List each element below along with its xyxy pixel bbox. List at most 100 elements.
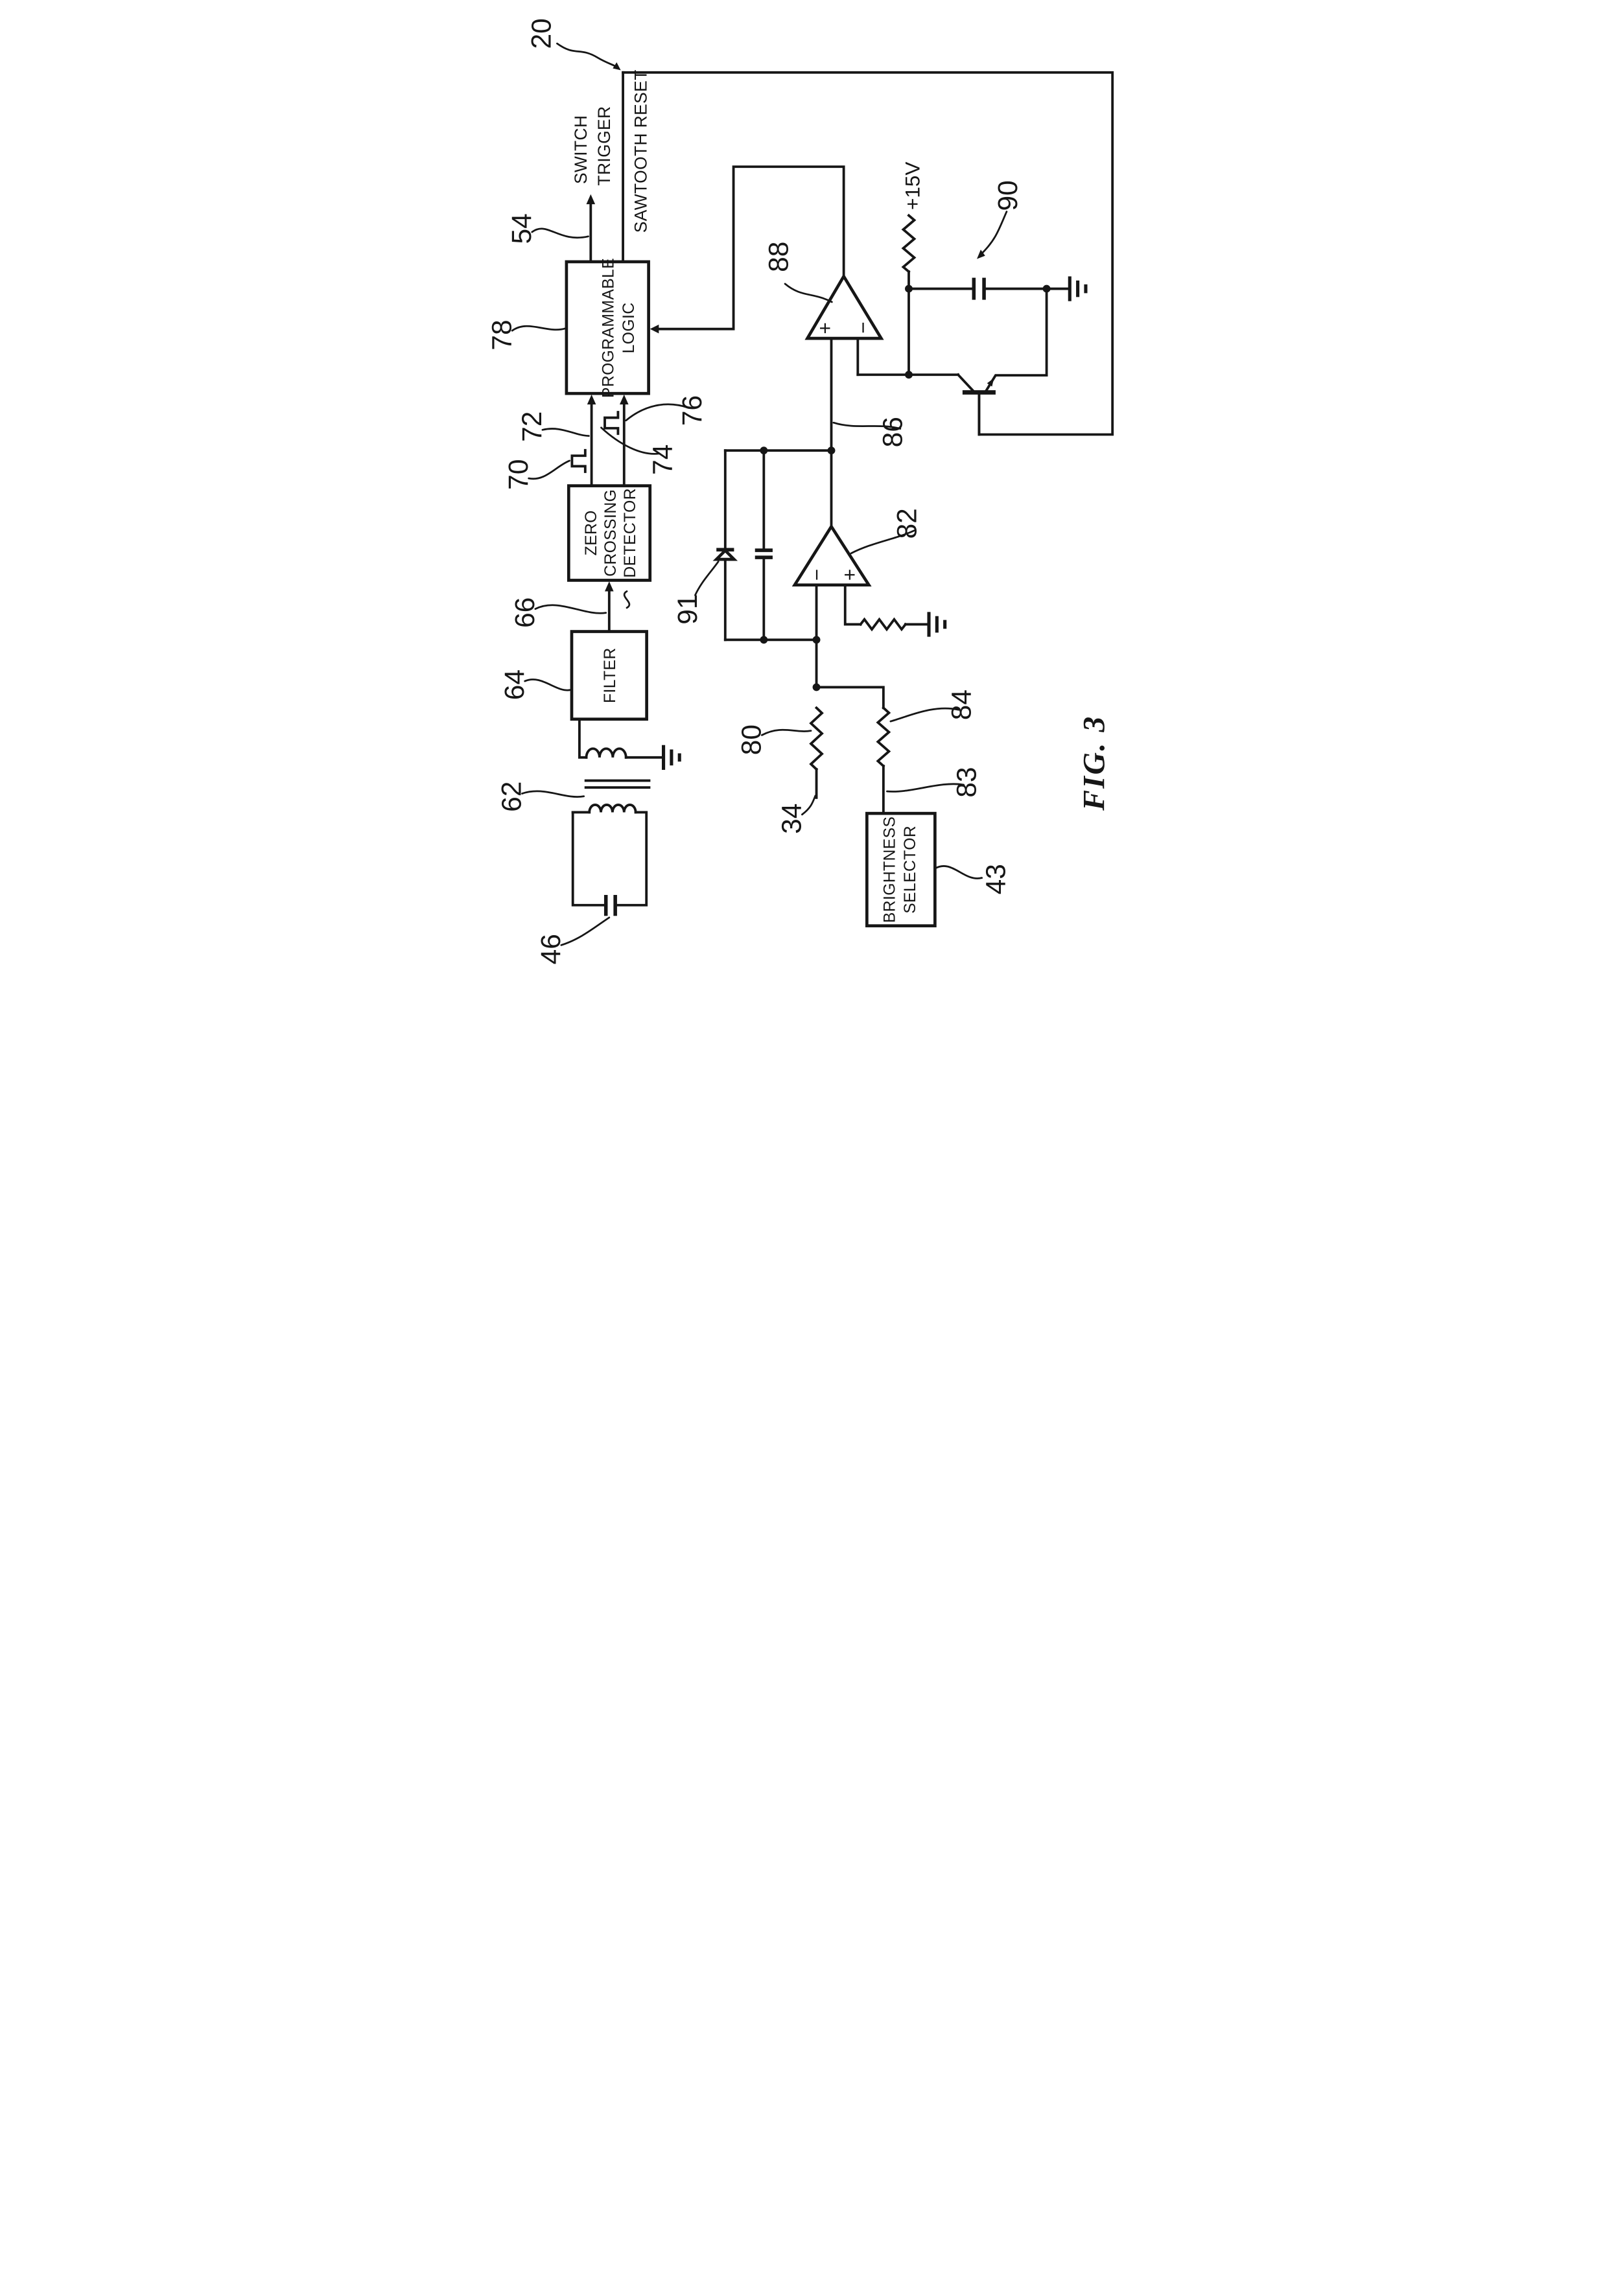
primary-coil — [587, 804, 637, 814]
transformer-network — [571, 717, 681, 916]
leader-20 — [556, 42, 616, 67]
filter-box — [570, 630, 648, 721]
wire-opamp88-feedback — [657, 165, 845, 330]
leader-86 — [832, 421, 901, 430]
bias-resistor — [858, 617, 908, 632]
leader-83 — [885, 783, 965, 793]
label-62: 62 — [497, 782, 527, 812]
reference-labels: 20 54 78 70 72 74 76 66 64 62 46 88 90 8… — [487, 18, 1024, 964]
leader-70 — [527, 459, 570, 480]
programmable-logic-label-line1: PROGRAMMABLE — [600, 258, 617, 398]
label-90: 90 — [993, 180, 1024, 211]
opamp-88-plus-input: + — [814, 322, 836, 334]
label-54: 54 — [507, 213, 537, 244]
zero-crossing-detector-box — [567, 484, 651, 582]
ground-symbol-bias — [926, 612, 946, 637]
opamp-88-minus-input: − — [852, 321, 874, 333]
opamp-82-minus-input: − — [805, 569, 828, 581]
label-76: 76 — [677, 395, 707, 426]
label-91: 91 — [673, 594, 703, 624]
arrowhead-switch-trigger — [586, 194, 595, 205]
leader-43 — [933, 865, 983, 879]
ground-symbol-secondary — [661, 745, 681, 770]
programmable-logic-label-line2: LOGIC — [620, 303, 638, 354]
leader-34 — [801, 794, 816, 816]
label-64: 64 — [499, 669, 530, 700]
ground-symbol-cap — [1068, 276, 1088, 301]
label-84: 84 — [946, 690, 977, 720]
transistor-emitter-wire — [983, 287, 1048, 395]
tank-loop-right — [613, 811, 648, 907]
label-20: 20 — [526, 18, 557, 49]
leader-91 — [694, 561, 720, 596]
circuit-schematic-fig3: PROGRAMMABLE LOGIC SWITCH TRIGGER SAWTOO… — [464, 0, 1152, 977]
zcd-label-line3: DETECTOR — [621, 488, 638, 578]
wire-filter-to-secondary — [578, 717, 587, 759]
programmable-logic-box — [565, 260, 650, 395]
leader-82 — [850, 529, 915, 555]
pulse-waveform-icon-70 — [570, 448, 587, 473]
brightness-selector-block: BRIGHTNESS SELECTOR — [865, 811, 937, 927]
brightness-selector-label-line1: BRIGHTNESS — [881, 817, 898, 923]
leader-72 — [541, 428, 590, 437]
arrowhead-signal-72 — [587, 394, 596, 405]
diode-91 — [712, 548, 738, 561]
patent-figure-sheet: PROGRAMMABLE LOGIC SWITCH TRIGGER SAWTOO… — [464, 0, 1152, 977]
sawtooth-reset-label: SAWTOOTH RESET — [631, 69, 650, 233]
leader-84 — [889, 707, 959, 723]
leader-62 — [521, 790, 585, 798]
supply-label: +15V — [901, 162, 924, 210]
label-70: 70 — [503, 459, 533, 490]
arrowhead-filter-to-zcd — [604, 581, 614, 592]
sine-waveform-icon — [623, 590, 630, 609]
label-46: 46 — [536, 934, 567, 964]
leader-64 — [523, 678, 572, 691]
transistor-emitter-arrow — [987, 378, 994, 387]
junction-dots — [759, 284, 1051, 691]
brightness-selector-box — [865, 811, 937, 927]
zcd-label-line2: CROSSING — [602, 489, 620, 577]
label-43: 43 — [981, 864, 1011, 894]
outer-loop-wiring — [621, 71, 1114, 436]
label-66: 66 — [510, 597, 541, 628]
wire-sawtooth-reset-loop — [621, 71, 1114, 436]
snubber-capacitor — [972, 277, 986, 300]
brightness-selector-label-line2: SELECTOR — [901, 826, 919, 914]
arrowhead-into-logic — [650, 324, 659, 334]
opamp-82-network: − + — [712, 337, 946, 815]
zcd-label-line1: ZERO — [583, 510, 600, 555]
programmable-logic-block: PROGRAMMABLE LOGIC — [565, 258, 650, 398]
switch-trigger-output: SWITCH TRIGGER — [570, 106, 614, 263]
label-86: 86 — [878, 417, 908, 447]
leader-90 — [980, 211, 1007, 255]
arrowhead-90 — [976, 249, 985, 259]
filter-block: FILTER — [570, 581, 648, 721]
leader-80 — [760, 728, 812, 736]
switch-trigger-label-line2: TRIGGER — [594, 106, 614, 186]
zcd-to-logic-signals — [570, 394, 629, 487]
leader-76 — [624, 403, 690, 422]
zero-crossing-detector-block: ZERO CROSSING DETECTOR — [567, 484, 651, 582]
leader-78 — [511, 325, 567, 332]
resistor-80 — [808, 706, 824, 771]
leader-66 — [533, 604, 607, 614]
tank-loop-left — [571, 811, 607, 907]
transistor-collector — [955, 373, 976, 394]
supply-resistor — [901, 213, 916, 273]
wire-branch-to-r84 — [815, 686, 885, 710]
label-88: 88 — [764, 242, 794, 272]
opamp-82-plus-input: + — [838, 569, 861, 581]
opamp-82 — [791, 524, 872, 587]
pulse-waveform-icon-74 — [603, 411, 619, 435]
arrowhead-signal-76 — [619, 394, 629, 405]
secondary-coil — [585, 747, 627, 759]
leader-88 — [784, 283, 833, 303]
label-83: 83 — [952, 767, 982, 797]
arrowhead-20 — [612, 62, 621, 71]
sawtooth-generator-90: +15V — [856, 162, 1088, 436]
label-80: 80 — [736, 725, 767, 755]
tank-capacitor-46 — [603, 895, 617, 916]
label-74: 74 — [648, 445, 678, 475]
figure-caption: FIG. 3 — [1077, 715, 1111, 811]
switch-trigger-label-line1: SWITCH — [570, 115, 590, 185]
